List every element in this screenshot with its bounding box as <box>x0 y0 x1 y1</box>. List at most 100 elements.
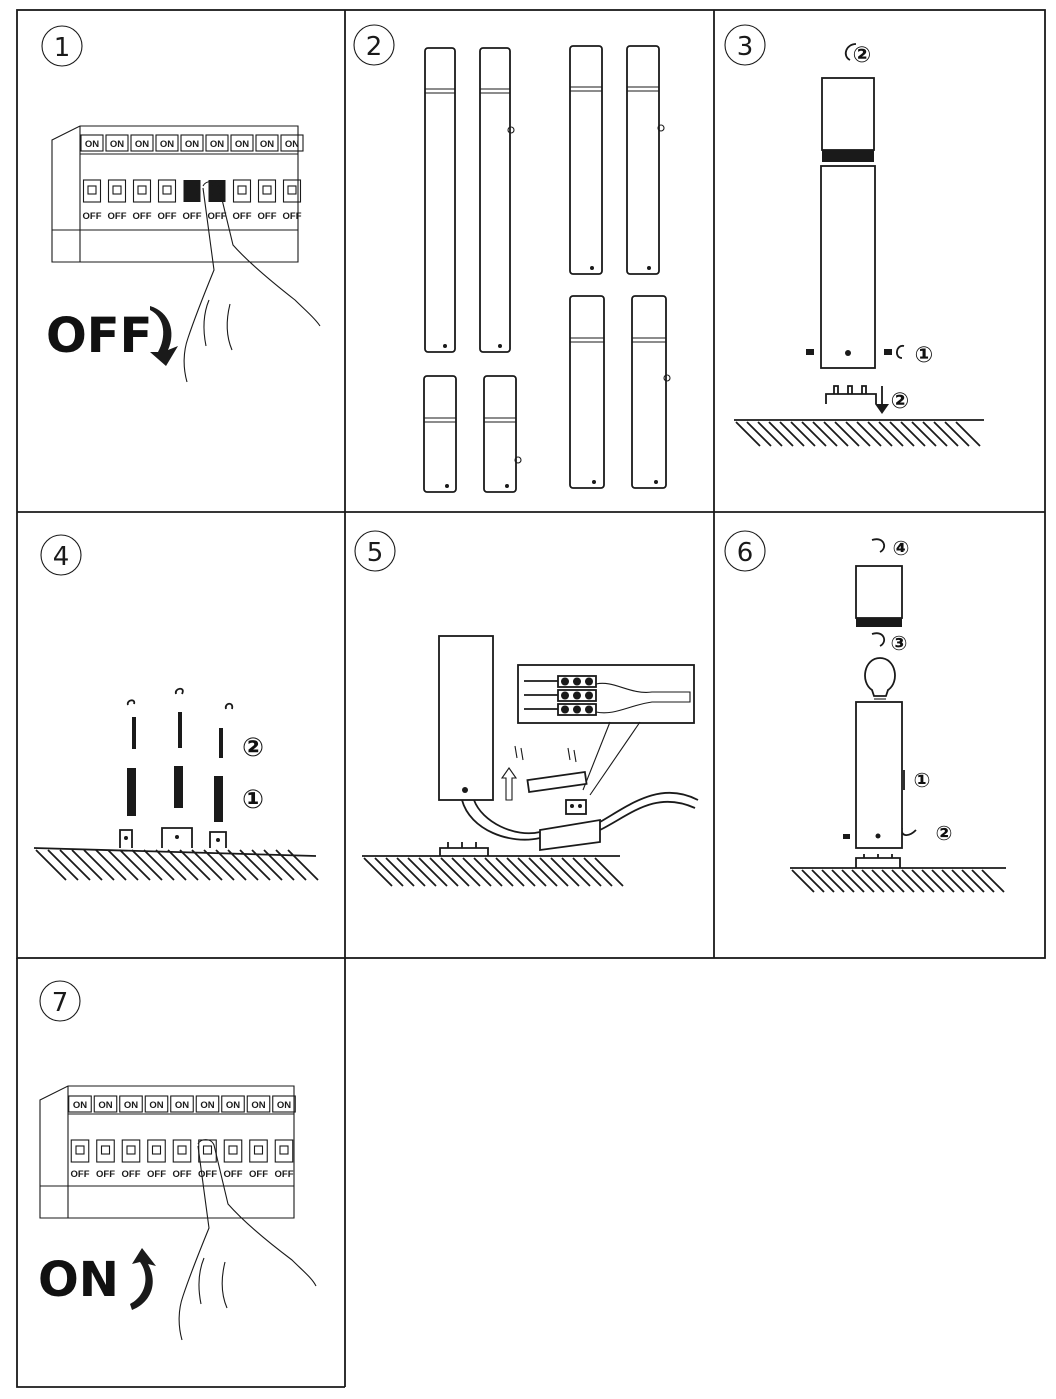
breaker-on-box <box>170 1095 194 1113</box>
callout-screws: ② <box>242 733 264 763</box>
hatch-line <box>871 869 895 893</box>
breaker-toggle-knob <box>137 185 147 195</box>
terminal-screw <box>573 677 581 686</box>
screws-and-plugs <box>126 687 234 822</box>
hatch-line <box>47 849 79 881</box>
callout-plugs: ① <box>242 785 264 815</box>
breaker-on-label: ON <box>285 139 299 150</box>
breaker-toggle <box>107 179 127 203</box>
breaker-off-label: OFF <box>183 211 202 222</box>
hatch-line <box>155 849 187 881</box>
hatch-line <box>811 869 835 893</box>
breaker-on-label: ON <box>135 139 149 150</box>
lamp-post-tall-1 <box>424 47 456 353</box>
step-badge-1: 1 <box>41 25 83 67</box>
hatch-line <box>107 849 139 881</box>
breaker-on-box <box>280 134 304 152</box>
panel-grid <box>16 9 1046 1388</box>
lamp-body <box>855 701 903 849</box>
breaker-toggle-knob <box>187 185 197 195</box>
lamp-post-tall-2 <box>479 47 515 353</box>
hatch-line <box>191 849 223 881</box>
breaker-off-label: OFF <box>208 211 227 222</box>
hatch-line <box>757 421 783 447</box>
breaker-off-label: OFF <box>133 211 152 222</box>
breaker-toggle <box>132 179 152 203</box>
ground-hatch <box>734 419 984 447</box>
hatch-line <box>59 849 91 881</box>
breaker-on-box <box>230 134 254 152</box>
breaker-on-label: ON <box>98 1100 112 1111</box>
breaker-on-label: ON <box>235 139 249 150</box>
hatch-line <box>473 857 503 887</box>
hatch-line <box>955 421 981 447</box>
screw-left <box>843 834 850 839</box>
breaker-on-box <box>80 134 104 152</box>
hatch-line <box>95 849 127 881</box>
breaker-toggles <box>70 1139 294 1163</box>
hatch-line <box>275 849 307 881</box>
rotate-arrow-icon <box>844 43 905 359</box>
hatch-line <box>462 857 492 887</box>
breaker-toggle <box>183 180 201 202</box>
hatch-line <box>856 421 882 447</box>
breaker-on-box <box>155 134 179 152</box>
breaker-off-label: OFF <box>249 1169 268 1180</box>
breaker-toggle-knob <box>126 1145 136 1155</box>
breaker-off-label: OFF <box>224 1169 243 1180</box>
breaker-toggle <box>282 179 302 203</box>
breaker-toggle-knob <box>162 185 172 195</box>
hatch-line <box>374 857 404 887</box>
breaker-off-label: OFF <box>258 211 277 222</box>
hatch-line <box>263 849 295 881</box>
breaker-toggle <box>232 179 252 203</box>
hatch-line <box>931 869 955 893</box>
hatch-line <box>363 857 393 887</box>
hatch-line <box>768 421 794 447</box>
breaker-toggle-knob <box>228 1145 238 1155</box>
mounting-bracket <box>855 854 901 868</box>
hatch-line <box>440 857 470 887</box>
wiring-detail-inset <box>517 664 695 796</box>
lamp-post-short-2 <box>483 375 522 493</box>
hatch-line <box>900 421 926 447</box>
hatch-line <box>561 857 591 887</box>
breaker-off-label: OFF <box>83 211 102 222</box>
breaker-toggle-knob <box>202 1145 213 1155</box>
screw-left <box>806 349 814 355</box>
breaker-off-label: OFF <box>198 1169 217 1180</box>
hatch-line <box>131 849 163 881</box>
hatch-line <box>506 857 536 887</box>
hatch-line <box>251 849 283 881</box>
breaker-on-label: ON <box>175 1100 189 1111</box>
terminal-screw <box>561 691 569 700</box>
hatch-line <box>495 857 525 887</box>
lamp-body <box>820 165 876 369</box>
callout-fit-head: ④ <box>893 536 910 560</box>
breaker-on-box <box>93 1095 118 1113</box>
breaker-toggle-knob <box>87 185 97 195</box>
callout-remove-bracket: ② <box>891 389 910 414</box>
hatch-line <box>735 421 761 447</box>
breaker-toggle <box>121 1139 141 1163</box>
hatch-line <box>539 857 569 887</box>
lamp-post-mid-4 <box>631 295 671 489</box>
hatch-line <box>845 421 871 447</box>
breaker-on-box <box>221 1095 245 1113</box>
action-on-label: ON <box>38 1252 119 1308</box>
terminal-screw <box>585 677 593 686</box>
step-number-7: 7 <box>52 988 69 1018</box>
terminal-screw <box>573 691 581 700</box>
screw-right <box>884 349 892 355</box>
hatch-line <box>517 857 547 887</box>
hatch-line <box>594 857 624 887</box>
breaker-on-label: ON <box>200 1100 214 1111</box>
breaker-on-box <box>180 134 204 152</box>
breaker-toggle <box>147 1139 166 1163</box>
breaker-on-label: ON <box>226 1100 240 1111</box>
terminal-screw <box>585 691 593 700</box>
hatch-line <box>179 849 211 881</box>
